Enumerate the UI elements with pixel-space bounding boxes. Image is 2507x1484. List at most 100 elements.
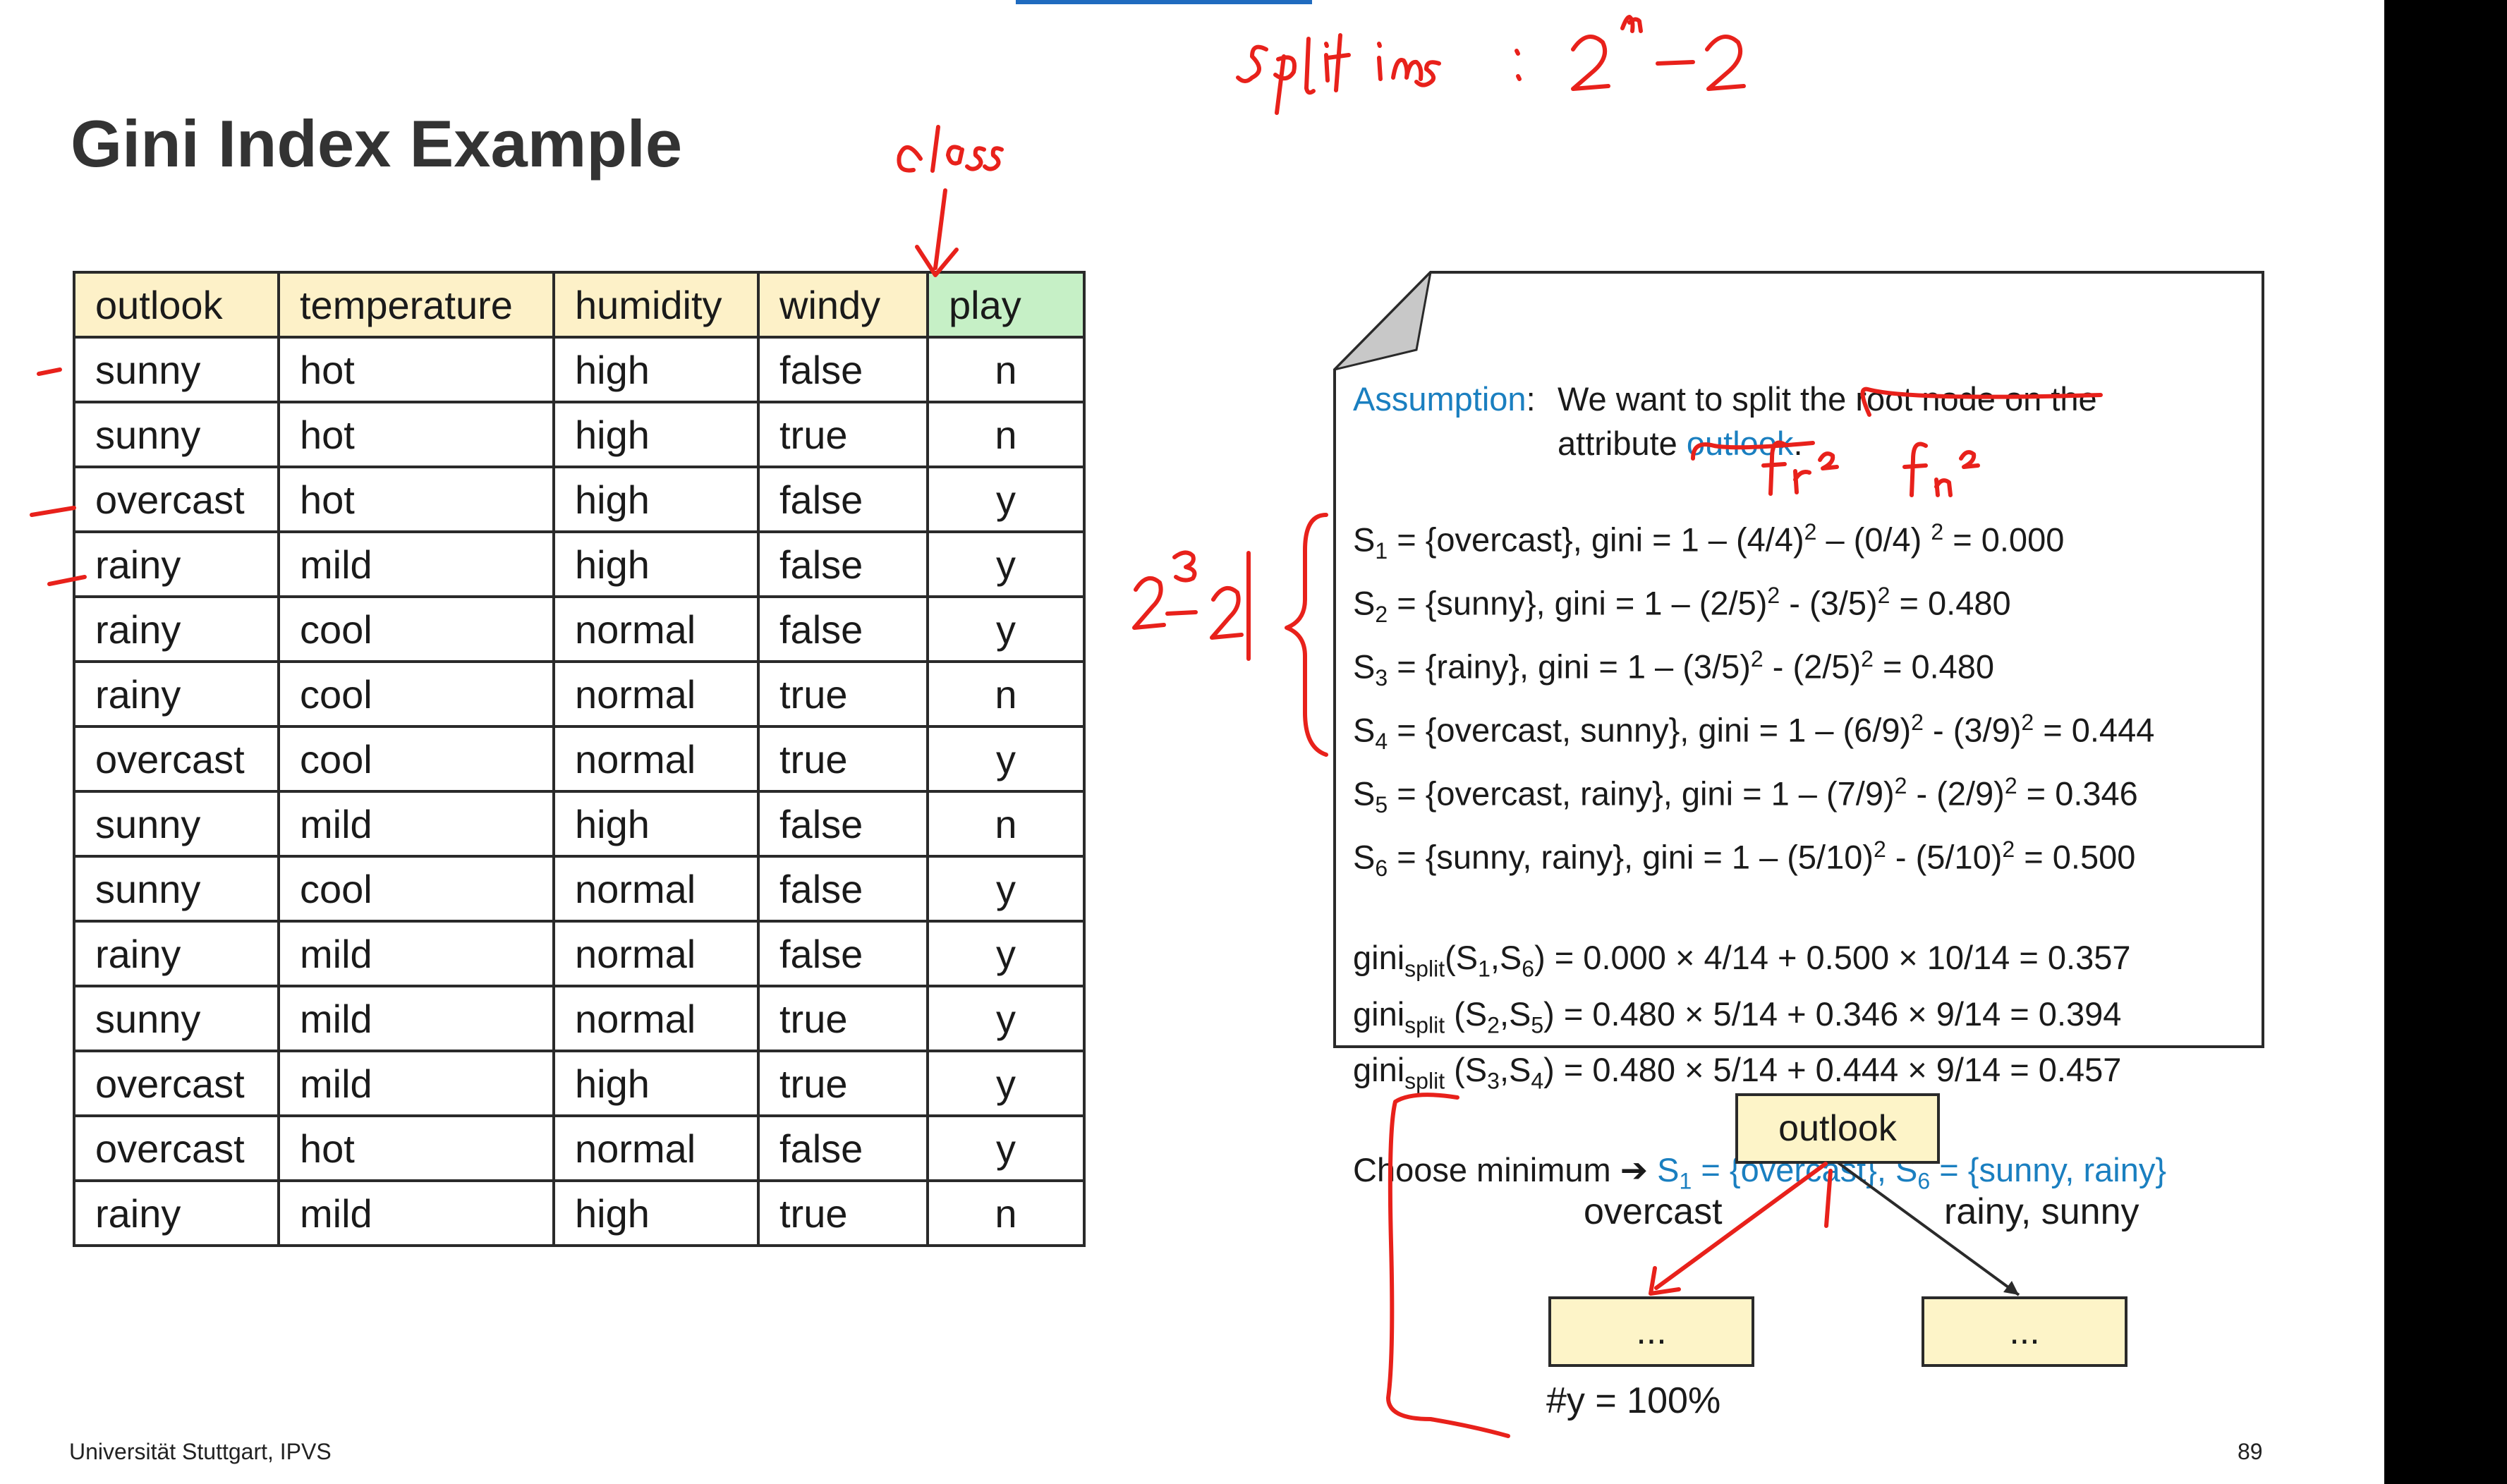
cell-windy: false <box>757 336 929 403</box>
cell-windy: true <box>757 985 929 1052</box>
cell-outlook: sunny <box>73 401 280 468</box>
cell-temperature: cool <box>277 595 555 663</box>
outlook-link[interactable]: outlook <box>1686 425 1794 462</box>
cell-temperature: mild <box>277 1050 555 1117</box>
assumption-line-1: Assumption: We want to split the root no… <box>1353 377 2263 421</box>
header-play: play <box>926 271 1086 339</box>
cell-play: y <box>926 855 1086 923</box>
cell-play: y <box>926 1114 1086 1182</box>
ink-tick-row-1 <box>37 367 62 376</box>
cell-windy: false <box>757 1114 929 1182</box>
cell-outlook: rainy <box>73 595 280 663</box>
cell-humidity: high <box>552 401 760 468</box>
cell-play: y <box>926 1050 1086 1117</box>
cell-outlook: sunny <box>73 985 280 1052</box>
cell-temperature: cool <box>277 660 555 728</box>
cell-humidity: normal <box>552 725 760 793</box>
gini-set-line: S1 = {overcast}, gini = 1 – (4/4)2 – (0/… <box>1353 519 2065 564</box>
cell-humidity: high <box>552 1050 760 1117</box>
note-frame <box>1333 271 2264 1048</box>
gini-set-line: S5 = {overcast, rainy}, gini = 1 – (7/9)… <box>1353 773 2138 818</box>
cell-play: y <box>926 530 1086 598</box>
cell-temperature: hot <box>277 336 555 403</box>
header-windy: windy <box>757 271 929 339</box>
assumption-label: Assumption <box>1353 380 1526 418</box>
cell-play: n <box>926 1179 1086 1247</box>
gini-split-list: ginisplit(S1,S6) = 0.000 × 4/14 + 0.500 … <box>1353 935 2263 1103</box>
cell-outlook: rainy <box>73 530 280 598</box>
cell-outlook: overcast <box>73 1050 280 1117</box>
top-accent-rule <box>1016 0 1312 4</box>
gini-set-list: S1 = {overcast}, gini = 1 – (4/4)2 – (0/… <box>1353 510 2263 891</box>
header-outlook: outlook <box>73 271 280 339</box>
cell-humidity: high <box>552 790 760 858</box>
table-header-row: outlook temperature humidity windy play <box>73 271 1086 339</box>
cell-play: y <box>926 595 1086 663</box>
cell-humidity: high <box>552 1179 760 1247</box>
gini-set-line: S6 = {sunny, rainy}, gini = 1 – (5/10)2 … <box>1353 837 2136 882</box>
ink-two-cube-minus-two <box>1132 513 1328 757</box>
cell-temperature: hot <box>277 401 555 468</box>
cell-windy: true <box>757 401 929 468</box>
cell-temperature: hot <box>277 1114 555 1182</box>
cell-outlook: overcast <box>73 1114 280 1182</box>
cell-outlook: rainy <box>73 1179 280 1247</box>
header-humidity: humidity <box>552 271 760 339</box>
weather-table: outlook temperature humidity windy play … <box>73 271 1086 1247</box>
cell-windy: true <box>757 660 929 728</box>
page-number: 89 <box>2238 1439 2263 1464</box>
footer-affiliation: Universität Stuttgart, IPVS <box>69 1439 332 1464</box>
cell-humidity: high <box>552 530 760 598</box>
cell-humidity: normal <box>552 985 760 1052</box>
cell-play: y <box>926 920 1086 987</box>
cell-play: y <box>926 466 1086 533</box>
cell-windy: false <box>757 466 929 533</box>
gini-set-line: S4 = {overcast, sunny}, gini = 1 – (6/9)… <box>1353 710 2155 755</box>
slide-title: Gini Index Example <box>71 107 683 181</box>
cell-outlook: rainy <box>73 920 280 987</box>
cell-outlook: overcast <box>73 725 280 793</box>
cell-temperature: cool <box>277 725 555 793</box>
cell-outlook: sunny <box>73 855 280 923</box>
assumption-text-1: We want to split the root node on the <box>1558 380 2097 418</box>
gini-split-line: ginisplit(S1,S6) = 0.000 × 4/14 + 0.500 … <box>1353 939 2131 982</box>
gini-set-line: S3 = {rainy}, gini = 1 – (3/5)2 - (2/5)2… <box>1353 646 1995 691</box>
cell-play: n <box>926 336 1086 403</box>
cell-humidity: normal <box>552 855 760 923</box>
ink-tick-row-3 <box>30 506 76 517</box>
cell-outlook: sunny <box>73 336 280 403</box>
cell-humidity: normal <box>552 920 760 987</box>
cell-humidity: high <box>552 466 760 533</box>
cell-windy: false <box>757 530 929 598</box>
gini-set-line: S2 = {sunny}, gini = 1 – (2/5)2 - (3/5)2… <box>1353 583 2011 628</box>
assumption-note: Assumption: We want to split the root no… <box>1333 271 2264 1194</box>
ink-split-options <box>1236 15 1746 115</box>
cell-windy: false <box>757 790 929 858</box>
cell-play: y <box>926 985 1086 1052</box>
cell-windy: true <box>757 725 929 793</box>
tree-leaf-right: ... <box>1922 1296 2127 1367</box>
right-black-strip <box>2384 0 2507 1484</box>
arrowhead-right-icon <box>2003 1281 2019 1295</box>
header-temperature: temperature <box>277 271 555 339</box>
slide: Gini Index Example outlook temperature h… <box>30 0 2264 1464</box>
choose-label: Choose minimum ➔ <box>1353 1151 1658 1189</box>
edge-label-overcast: overcast <box>1584 1191 1723 1232</box>
cell-outlook: sunny <box>73 790 280 858</box>
gini-split-line: ginisplit (S2,S5) = 0.480 × 5/14 + 0.346… <box>1353 995 2122 1038</box>
cell-windy: true <box>757 1050 929 1117</box>
cell-temperature: mild <box>277 985 555 1052</box>
cell-humidity: normal <box>552 1114 760 1182</box>
cell-outlook: overcast <box>73 466 280 533</box>
cell-outlook: rainy <box>73 660 280 728</box>
